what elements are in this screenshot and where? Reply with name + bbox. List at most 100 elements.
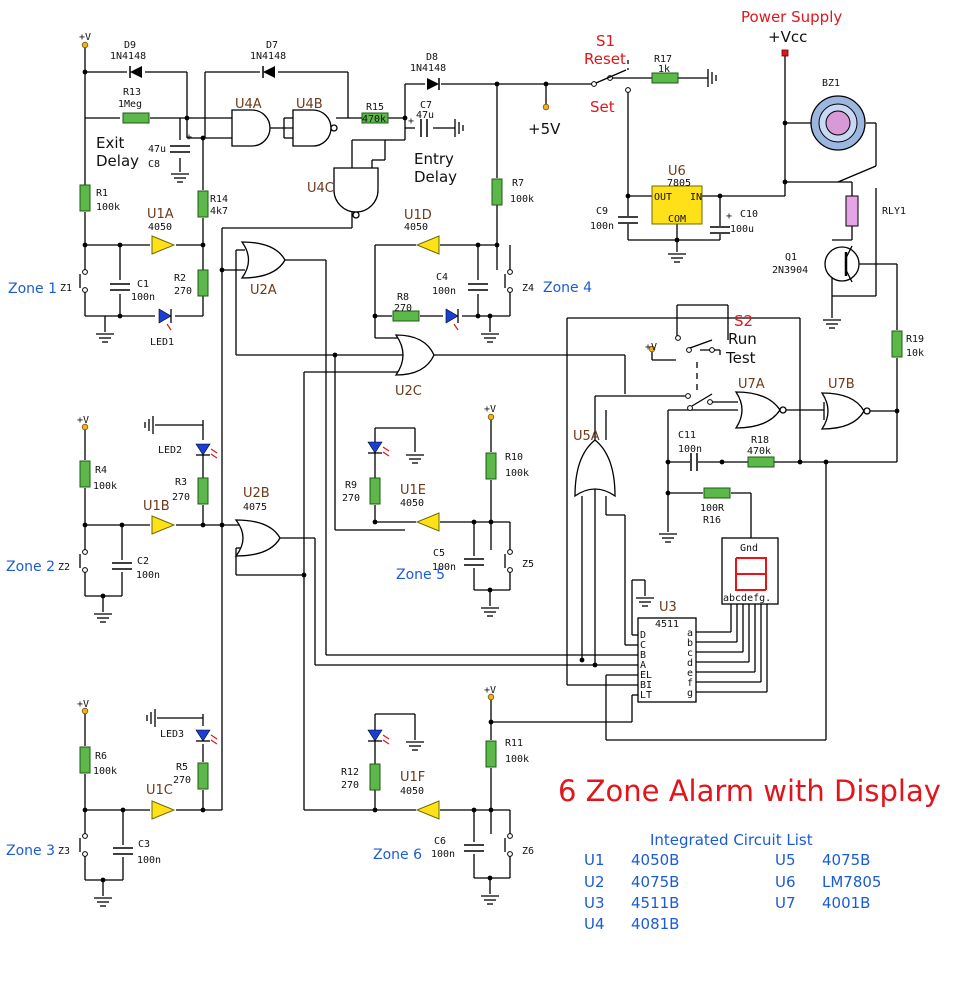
transistor-q1 bbox=[824, 245, 860, 283]
u3-name: U3 bbox=[659, 600, 677, 615]
capacitor-c11 bbox=[690, 452, 698, 472]
buffer-u1f bbox=[416, 800, 440, 820]
c1-val: 100n bbox=[131, 292, 155, 303]
ic-row-3-ref-a: U3 bbox=[584, 894, 605, 912]
led-zone5 bbox=[367, 441, 390, 457]
resistor-r3 bbox=[197, 477, 209, 505]
d7-ref: D7 bbox=[266, 40, 278, 51]
switch-z5[interactable] bbox=[504, 548, 514, 574]
switch-z2[interactable] bbox=[79, 548, 89, 574]
plus5v-label: +5V bbox=[528, 120, 561, 138]
c9-val: 100n bbox=[590, 221, 614, 232]
d9-val: 1N4148 bbox=[110, 51, 146, 62]
ic-row-1-ref-b: U5 bbox=[775, 851, 796, 869]
ic-row-1-part-a: 4050B bbox=[631, 851, 679, 869]
switch-z1[interactable] bbox=[79, 268, 89, 294]
capacitor-c8 bbox=[169, 145, 191, 153]
switch-z4[interactable] bbox=[504, 268, 514, 294]
zone4-label: Zone 4 bbox=[543, 280, 592, 296]
switch-s1[interactable] bbox=[591, 69, 631, 93]
plus-c8: + bbox=[186, 132, 192, 143]
r9-ref: R9 bbox=[345, 480, 357, 491]
r10-val: 100k bbox=[505, 468, 529, 479]
gate-u7a-bubble bbox=[779, 406, 787, 414]
u3-pin-og: g bbox=[687, 688, 693, 699]
r3-ref: R3 bbox=[175, 477, 187, 488]
c3-val: 100n bbox=[137, 855, 161, 866]
q1-ref: Q1 bbox=[785, 252, 797, 263]
u1c-name: U1C bbox=[146, 783, 173, 798]
r1-ref: R1 bbox=[96, 188, 108, 199]
z3-label: Z3 bbox=[58, 846, 70, 857]
resistor-r19 bbox=[891, 330, 903, 358]
u4c-name: U4C bbox=[307, 181, 334, 196]
c10-val: 100u bbox=[730, 224, 754, 235]
u3-pin-ob: b bbox=[687, 638, 693, 649]
ic-row-2-part-a: 4075B bbox=[631, 873, 679, 891]
gate-u4b bbox=[292, 109, 332, 147]
c7-val: 47u bbox=[416, 110, 434, 121]
zone5-label: Zone 5 bbox=[396, 567, 445, 583]
resistor-r18 bbox=[747, 456, 775, 468]
seg-pins-label: abcdefg. bbox=[723, 593, 771, 604]
zone3-label: Zone 3 bbox=[6, 843, 55, 859]
led1-ref: LED1 bbox=[150, 337, 174, 348]
switch-z3[interactable] bbox=[79, 832, 89, 858]
switch-s2[interactable] bbox=[675, 335, 715, 411]
u1a-part: 4050 bbox=[148, 222, 172, 233]
u3-pin-of: f bbox=[687, 678, 693, 689]
u2a-name: U2A bbox=[250, 283, 277, 298]
s1-label: S1 bbox=[596, 32, 615, 50]
bz1-ref: BZ1 bbox=[822, 78, 840, 89]
r18-ref: R18 bbox=[751, 435, 769, 446]
d7-val: 1N4148 bbox=[250, 51, 286, 62]
resistor-r11 bbox=[485, 740, 497, 768]
r10-ref: R10 bbox=[505, 452, 523, 463]
entry-delay-line1: Entry bbox=[414, 150, 454, 168]
u6-name: U6 bbox=[668, 164, 686, 179]
supply-dots bbox=[81, 41, 789, 715]
r6-ref: R6 bbox=[95, 751, 107, 762]
exit-delay-line2: Delay bbox=[96, 152, 139, 170]
resistor-r12 bbox=[369, 763, 381, 791]
resistor-r13 bbox=[122, 112, 150, 124]
c7-ref: C7 bbox=[420, 100, 432, 111]
c6-ref: C6 bbox=[434, 836, 446, 847]
u2b-part: 4075 bbox=[243, 502, 267, 513]
gate-u4c bbox=[333, 167, 379, 213]
u1b-name: U1B bbox=[143, 499, 170, 514]
switch-z6[interactable] bbox=[504, 832, 514, 858]
buzzer-bz1 bbox=[810, 95, 866, 151]
u3-pin-oe: e bbox=[687, 668, 693, 679]
u4a-name: U4A bbox=[235, 97, 262, 112]
c5-ref: C5 bbox=[433, 548, 445, 559]
u3-part: 4511 bbox=[655, 619, 679, 630]
r11-val: 100k bbox=[505, 754, 529, 765]
u1f-part: 4050 bbox=[400, 786, 424, 797]
u6-out: OUT bbox=[654, 192, 672, 203]
u3-pin-oa: a bbox=[687, 628, 693, 639]
zone2-label: Zone 2 bbox=[6, 559, 55, 575]
u7b-name: U7B bbox=[828, 377, 855, 392]
exit-delay-line1: Exit bbox=[96, 134, 125, 152]
capacitor-c9 bbox=[617, 216, 639, 224]
resistor-r16 bbox=[703, 487, 731, 499]
u3-pin-bi: BI bbox=[640, 680, 652, 691]
z2-label: Z2 bbox=[58, 562, 70, 573]
c8-val: 47u bbox=[148, 144, 166, 155]
c2-ref: C2 bbox=[137, 556, 149, 567]
r8-val: 270 bbox=[394, 303, 412, 314]
r4-val: 100k bbox=[93, 481, 117, 492]
ic-row-1-ref-a: U1 bbox=[584, 851, 605, 869]
wiring bbox=[84, 48, 898, 896]
buffer-u1d bbox=[416, 235, 440, 255]
capacitor-c10 bbox=[709, 226, 731, 234]
c1-ref: C1 bbox=[137, 279, 149, 290]
led3-ref: LED3 bbox=[160, 729, 184, 740]
r2-val: 270 bbox=[174, 286, 192, 297]
capacitor-c4 bbox=[467, 283, 489, 291]
u3-pin-b: B bbox=[640, 650, 646, 661]
r19-val: 10k bbox=[906, 348, 924, 359]
u1e-name: U1E bbox=[400, 483, 426, 498]
gate-u7b bbox=[820, 392, 865, 430]
